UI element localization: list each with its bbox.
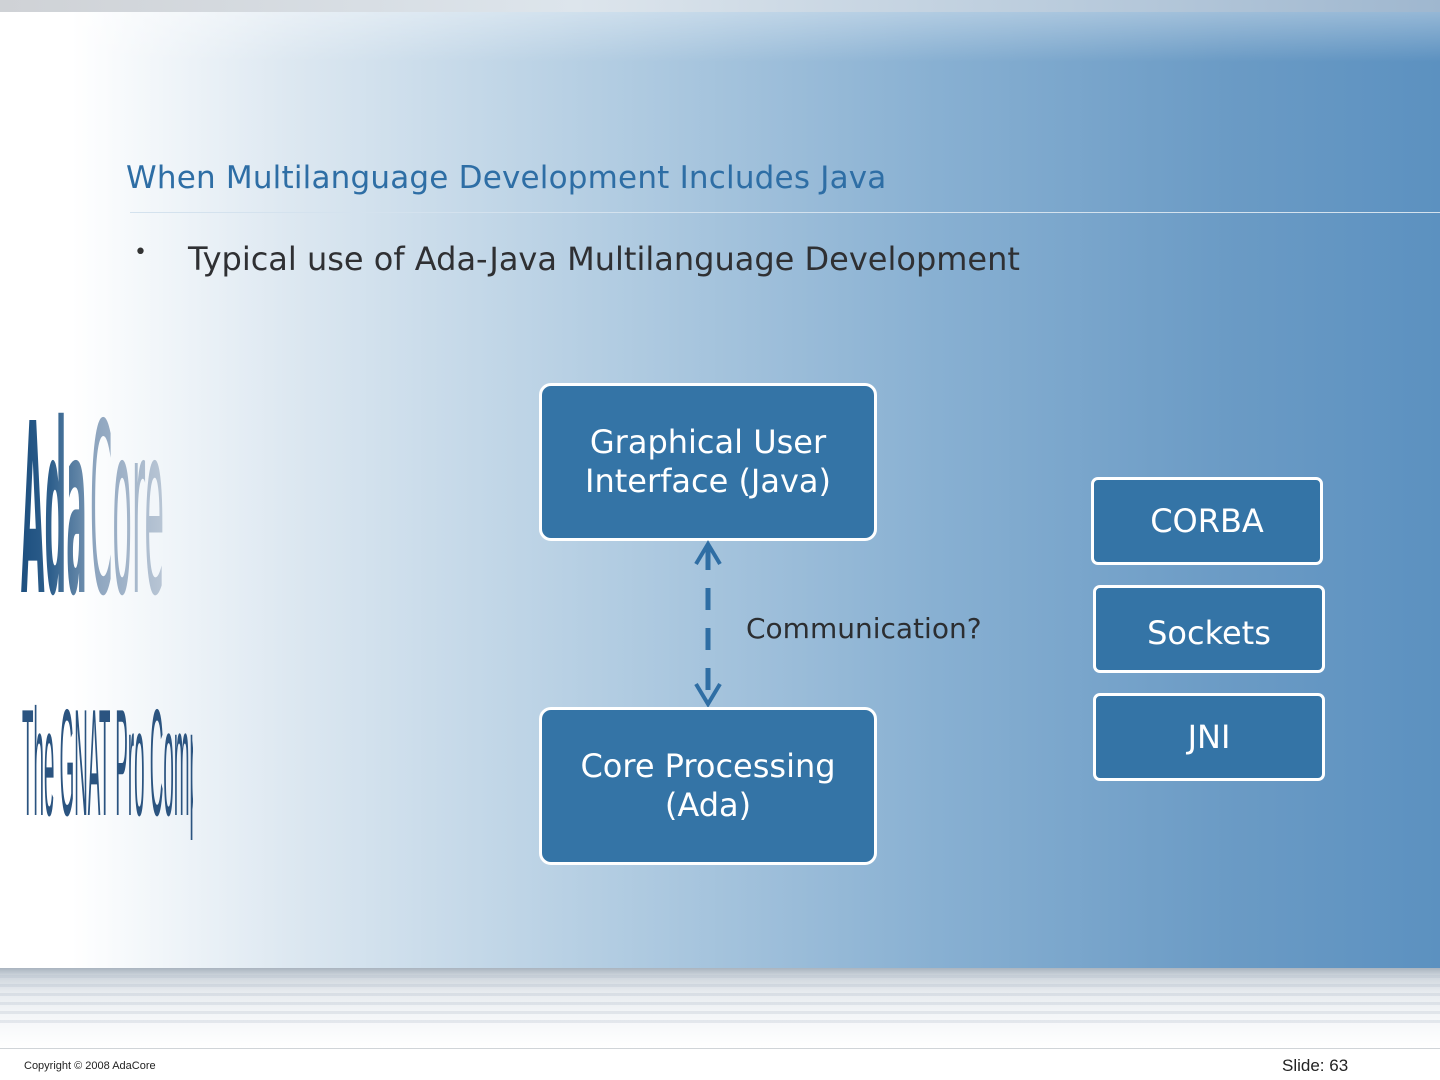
option-sockets-box: Sockets: [1093, 585, 1325, 673]
option-jni-box: JNI: [1093, 693, 1325, 781]
slide-title: When Multilanguage Development Includes …: [126, 160, 887, 196]
svg-text:Core: Core: [90, 373, 164, 648]
svg-text:The GNAT Pro Company: The GNAT Pro Company: [22, 677, 193, 840]
bullet-icon: •: [134, 240, 147, 265]
communication-label: Communication?: [746, 612, 982, 645]
bottom-band-stripes: [0, 975, 1440, 1025]
copyright-text: Copyright © 2008 AdaCore: [24, 1060, 156, 1072]
bidirectional-dashed-arrow-icon: [694, 540, 722, 708]
title-underline: [130, 212, 1440, 213]
background-shade: [0, 12, 1440, 62]
footer-divider: [0, 1048, 1440, 1049]
core-ada-box: Core Processing (Ada): [539, 707, 877, 865]
adacore-logo: Ada Core The GNAT Pro Company: [21, 373, 193, 840]
bullet-text: Typical use of Ada-Java Multilanguage De…: [188, 240, 1020, 278]
option-corba-box: CORBA: [1091, 477, 1323, 565]
gui-java-box: Graphical User Interface (Java): [539, 383, 877, 541]
slide-number: Slide: 63: [1282, 1056, 1349, 1075]
top-strip: [0, 0, 1440, 12]
bottom-band: [0, 968, 1440, 1048]
svg-text:Ada: Ada: [21, 373, 87, 648]
